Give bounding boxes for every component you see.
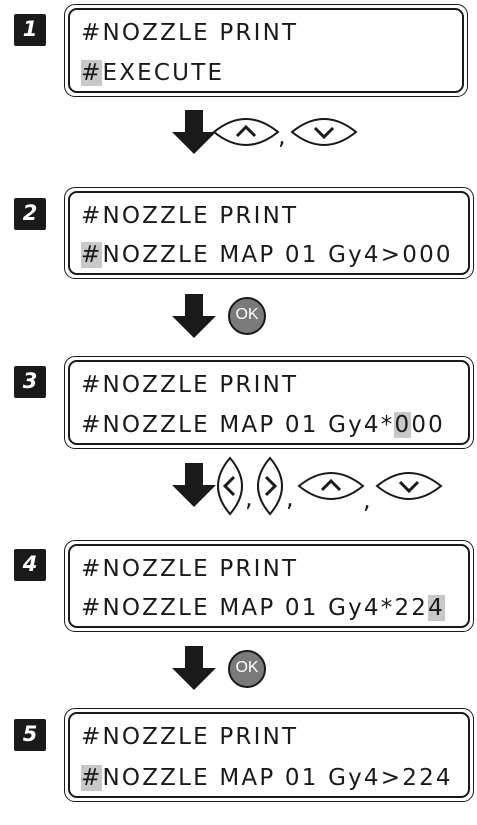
left-key-icon (217, 456, 243, 516)
right-key-icon (257, 456, 283, 516)
lcd-line-2: #NOZZLE MAP 01 Gy4>224 (81, 765, 453, 791)
lcd-line-2: #NOZZLE MAP 01 Gy4*000 (81, 412, 445, 438)
key-separator: , (278, 122, 286, 150)
step-number: 1 (22, 17, 38, 41)
down-arrow-icon (172, 294, 216, 338)
lcd-line-2: #EXECUTE (81, 60, 225, 86)
step-3-badge: 3 (14, 366, 46, 398)
lcd-display-step-4: #NOZZLE PRINT #NOZZLE MAP 01 Gy4*224 (64, 540, 474, 632)
down-key-icon (290, 118, 358, 146)
key-separator: , (286, 484, 294, 512)
key-separator: , (363, 486, 371, 514)
down-arrow-icon (172, 463, 216, 507)
step-number: 5 (22, 722, 38, 746)
key-separator: , (245, 484, 253, 512)
lcd-line-1: #NOZZLE PRINT (81, 556, 299, 582)
lcd-line-1: #NOZZLE PRINT (81, 724, 299, 750)
lcd-line-2: #NOZZLE MAP 01 Gy4>000 (81, 242, 453, 268)
lcd-display-step-2: #NOZZLE PRINT #NOZZLE MAP 01 Gy4>000 (64, 187, 474, 279)
cursor-highlight: 0 (394, 412, 412, 438)
step-1-badge: 1 (14, 14, 46, 46)
step-5-badge: 5 (14, 719, 46, 751)
lcd-line-1: #NOZZLE PRINT (81, 203, 299, 229)
step-number: 3 (22, 369, 38, 393)
down-arrow-icon (172, 646, 216, 690)
step-2-badge: 2 (14, 198, 46, 230)
down-arrow-icon (172, 110, 216, 154)
lcd-line-1: #NOZZLE PRINT (81, 372, 299, 398)
ok-key-icon: OK (228, 650, 266, 688)
up-key-icon (212, 118, 280, 146)
lcd-display-step-3: #NOZZLE PRINT #NOZZLE MAP 01 Gy4*000 (64, 356, 474, 449)
step-number: 2 (22, 201, 38, 225)
lcd-display-step-1: #NOZZLE PRINT #EXECUTE (64, 4, 468, 97)
lcd-line-2: #NOZZLE MAP 01 Gy4*224 (81, 595, 445, 621)
up-key-icon (297, 472, 365, 500)
cursor-highlight: # (81, 60, 103, 86)
cursor-highlight: 4 (428, 595, 445, 621)
down-key-icon (375, 472, 443, 500)
cursor-highlight: # (81, 242, 103, 268)
cursor-highlight: # (81, 765, 103, 791)
step-number: 4 (22, 552, 38, 576)
step-4-badge: 4 (14, 549, 46, 581)
lcd-display-step-5: #NOZZLE PRINT #NOZZLE MAP 01 Gy4>224 (64, 708, 474, 802)
ok-key-icon: OK (228, 297, 266, 335)
lcd-line-1: #NOZZLE PRINT (81, 20, 299, 46)
